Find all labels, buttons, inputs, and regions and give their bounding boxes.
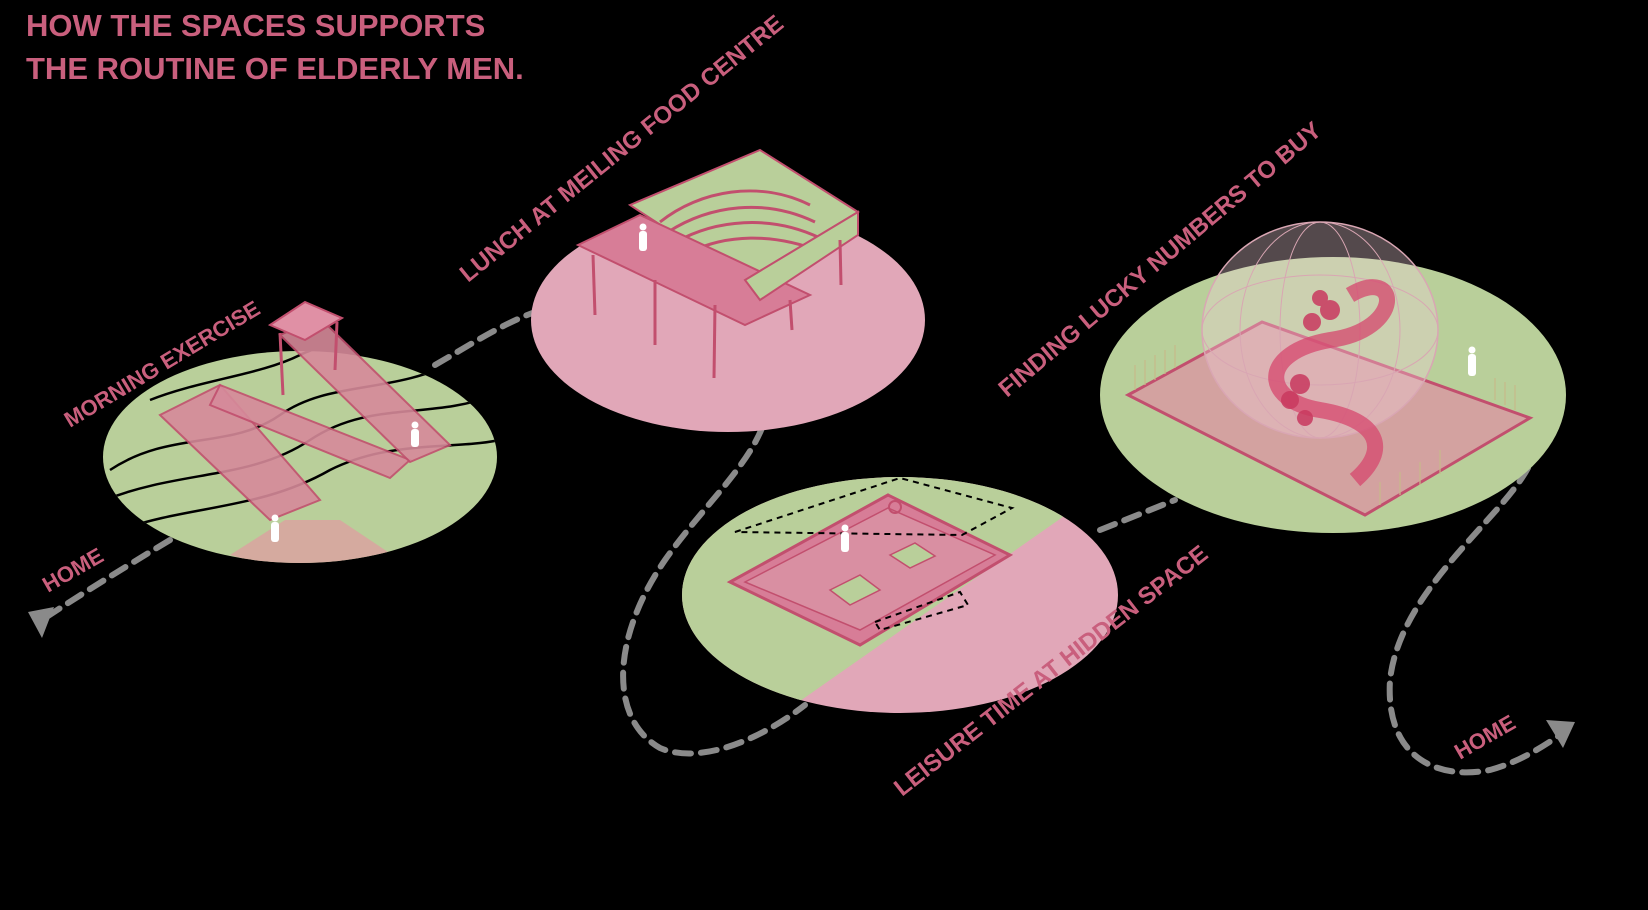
plaza-morning-exercise <box>103 300 497 563</box>
path-lucky-to-home <box>1386 465 1563 776</box>
path-lunch-to-leisure <box>620 425 808 757</box>
path-leisure-to-lucky <box>1097 497 1178 533</box>
plaza-lunch <box>531 148 925 432</box>
exercise-pavilion <box>267 300 345 396</box>
person-icon <box>639 223 647 251</box>
person-icon <box>1468 346 1476 376</box>
label-home-end: HOME <box>1450 710 1520 765</box>
plaza-leisure <box>682 476 1118 713</box>
person-icon <box>271 421 419 542</box>
lucky-pavilion <box>1124 221 1534 517</box>
diagram-title: HOW THE SPACES SUPPORTS THE ROUTINE OF E… <box>26 4 524 90</box>
exercise-ramp <box>158 316 452 522</box>
path-exercise-to-lunch <box>432 309 538 368</box>
hidden-space-platform <box>726 476 1015 647</box>
title-line-1: HOW THE SPACES SUPPORTS <box>26 8 486 43</box>
path-home-to-exercise <box>42 537 173 621</box>
title-line-2: THE ROUTINE OF ELDERLY MEN. <box>26 51 524 86</box>
label-home-start: HOME <box>38 543 108 598</box>
arrow-home-end-icon <box>1546 720 1575 748</box>
person-icon <box>841 524 849 552</box>
food-centre-structure <box>575 148 860 379</box>
plaza-lucky-numbers <box>1100 221 1566 533</box>
arrow-home-start-icon <box>28 607 54 638</box>
route-path <box>42 309 1563 776</box>
